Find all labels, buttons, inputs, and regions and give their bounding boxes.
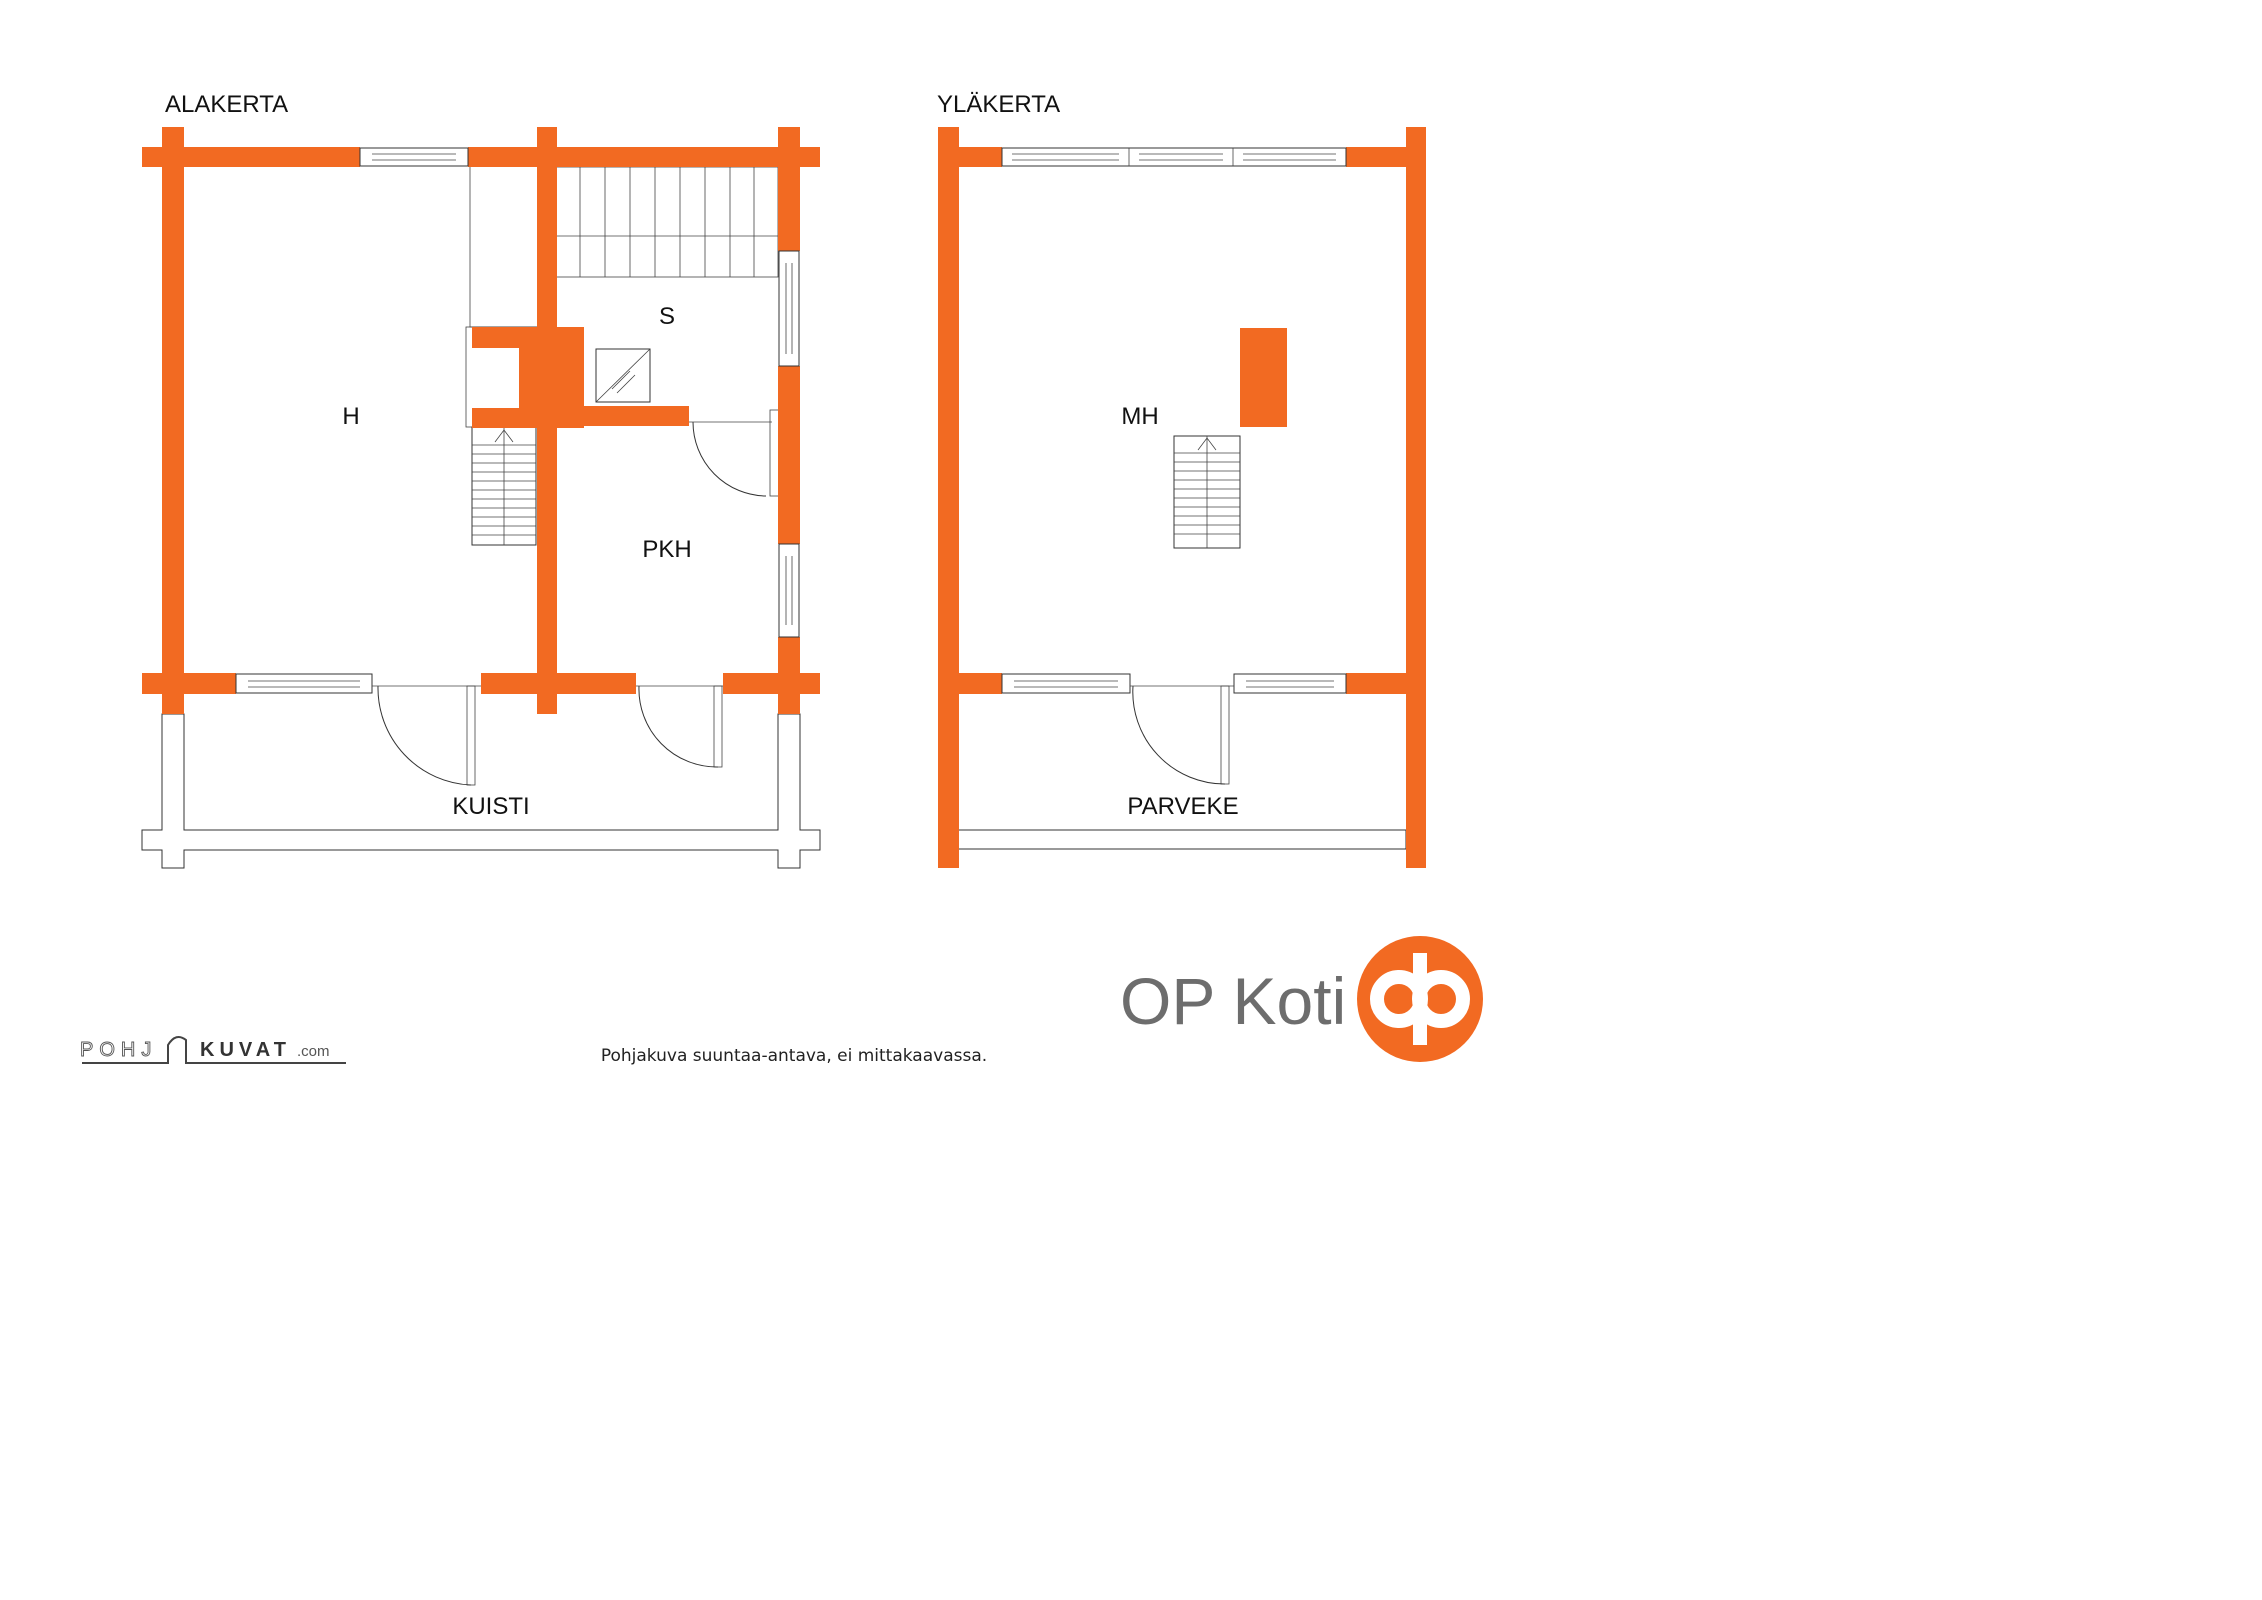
door: [372, 685, 481, 786]
balcony-railing: [957, 829, 1407, 850]
door: [1130, 685, 1234, 785]
watermark-part3: .com: [297, 1043, 330, 1060]
lower-floor: ALAKERTA: [141, 91, 821, 869]
window: [235, 673, 373, 694]
op-logo-icon: [1357, 936, 1483, 1062]
chimney: [1240, 328, 1287, 427]
door: [636, 685, 723, 768]
upper-floor-title: YLÄKERTA: [937, 91, 1060, 118]
window: [1001, 673, 1131, 694]
lower-staircase: [471, 426, 537, 546]
disclaimer-text: Pohjakuva suuntaa-antava, ei mittakaavas…: [601, 1046, 987, 1066]
lower-windows: [235, 147, 800, 694]
lower-floor-title: ALAKERTA: [165, 91, 288, 118]
lower-doors: [372, 421, 772, 786]
sauna-glass-window: [595, 348, 651, 403]
sauna-benches: [555, 166, 779, 278]
window: [1001, 147, 1347, 167]
brand-name: OP Koti: [1120, 964, 1346, 1038]
watermark-part1: POHJ: [80, 1039, 157, 1061]
upper-walls: [938, 127, 1426, 868]
watermark-part2: KUVAT: [200, 1039, 291, 1061]
upper-floor: YLÄKERTA: [937, 91, 1426, 868]
window: [359, 147, 469, 167]
window: [778, 543, 800, 638]
footer: Pohjakuva suuntaa-antava, ei mittakaavas…: [80, 936, 1483, 1066]
room-label-balcony: PARVEKE: [1127, 793, 1238, 820]
room-label-porch: KUISTI: [452, 793, 529, 820]
watermark-a-icon: [82, 1035, 346, 1064]
door: [689, 421, 772, 497]
porch-railing: [141, 713, 821, 869]
window: [778, 250, 800, 367]
room-label-washroom: PKH: [642, 536, 691, 563]
upper-windows: [1001, 147, 1347, 694]
lower-walls: [142, 127, 820, 714]
room-label-sauna: S: [659, 303, 675, 330]
pohjakuvat-watermark: POHJ KUVAT .com: [80, 1035, 346, 1064]
window: [1233, 673, 1347, 694]
room-label-living: H: [342, 403, 359, 430]
floor-plan: ALAKERTA: [80, 91, 1483, 1066]
room-label-bedroom: MH: [1121, 403, 1158, 430]
upper-staircase: [1173, 435, 1241, 549]
